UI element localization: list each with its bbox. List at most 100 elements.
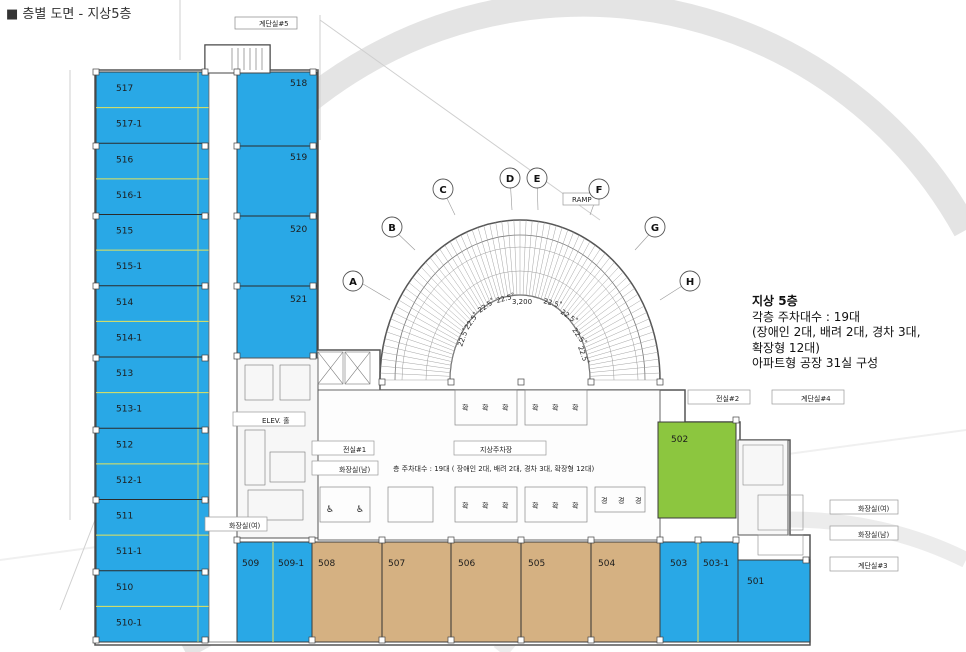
- structural-column: [378, 636, 386, 644]
- structural-column: [309, 142, 317, 150]
- corridor: [208, 71, 238, 643]
- structural-column: [233, 142, 241, 150]
- structural-column: [656, 378, 664, 386]
- parking-spot-label-9: 확: [532, 501, 539, 510]
- ramp-ray: [390, 318, 456, 348]
- disabled-spot-icon-1: ♿: [356, 505, 364, 515]
- ramp-ray: [528, 221, 539, 296]
- grid-marker-a: A: [342, 270, 364, 292]
- grid-marker-label: H: [686, 277, 694, 288]
- structural-column: [92, 212, 100, 220]
- structural-column: [517, 536, 525, 544]
- structural-column: [233, 536, 241, 544]
- structural-column: [201, 426, 209, 434]
- tag-elec2: 전실#2: [716, 394, 739, 403]
- ramp-ray: [401, 293, 462, 335]
- ramp-ray: [581, 305, 645, 341]
- parking-spots: [319, 389, 646, 523]
- ramp-ray: [383, 345, 452, 362]
- grid-marker-e: E: [526, 167, 548, 189]
- structural-column: [201, 142, 209, 150]
- tag-elev: ELEV. 홀: [262, 416, 290, 425]
- grid-marker-circle: [381, 216, 403, 238]
- unit-label-515-1: 515-1: [116, 262, 142, 272]
- grid-marker-f: F: [588, 178, 610, 200]
- structural-column: [656, 536, 664, 544]
- structural-column: [378, 536, 386, 544]
- ramp: [379, 219, 661, 381]
- unit-label-513-1: 513-1: [116, 405, 142, 415]
- structural-column: [447, 536, 455, 544]
- ramp-ray: [444, 244, 483, 309]
- ramp-ray: [477, 227, 500, 299]
- unit-label-514: 514: [116, 298, 133, 308]
- ramp-ray: [489, 223, 506, 298]
- grid-marker-g: G: [644, 216, 666, 238]
- ramp-ring: [401, 246, 639, 381]
- parking-spot-label-0: 확: [462, 403, 469, 412]
- structural-column: [308, 536, 316, 544]
- blue-unit-501: [737, 559, 811, 643]
- grid-marker-label: A: [349, 277, 357, 288]
- compact-spot-label-2: 경: [635, 496, 641, 505]
- tag-parking: 지상주차장: [480, 445, 513, 454]
- ramp-ray: [455, 237, 488, 305]
- structural-column: [92, 354, 100, 362]
- unit-label-520: 520: [290, 225, 307, 235]
- ramp-ray: [382, 351, 452, 366]
- structural-column: [201, 212, 209, 220]
- unit-label-521: 521: [290, 295, 307, 305]
- unit-label-519: 519: [290, 153, 307, 163]
- ramp-ray: [460, 234, 491, 304]
- structural-column: [92, 142, 100, 150]
- green-unit-502: [657, 421, 737, 519]
- structural-column: [517, 636, 525, 644]
- ramp-ray: [388, 325, 455, 352]
- structural-column: [92, 496, 100, 504]
- summary-line-1: 각층 주차대수 : 19대: [752, 309, 861, 324]
- core-left: [236, 357, 319, 539]
- grid-marker-h: H: [679, 270, 701, 292]
- structural-column: [92, 282, 100, 290]
- grid-marker-circle: [499, 167, 521, 189]
- unit-label-503-1: 503-1: [703, 559, 729, 569]
- stair-5-steps: [231, 48, 263, 70]
- structural-column: [732, 416, 740, 424]
- grid-marker-c: C: [432, 178, 454, 200]
- ramp-ray: [513, 220, 518, 296]
- parking-spot-label-10: 확: [552, 501, 559, 510]
- blue-units-503: [659, 541, 739, 643]
- ramp-ray: [587, 338, 656, 359]
- inner-unit-column: [236, 71, 318, 359]
- unit-label-508: 508: [318, 559, 335, 569]
- ramp-ray: [578, 293, 639, 335]
- unit-label-510: 510: [116, 583, 133, 593]
- structural-column: [233, 352, 241, 360]
- ramp-ray: [522, 220, 527, 296]
- unit-label-513: 513: [116, 369, 133, 379]
- structural-column: [309, 282, 317, 290]
- compact-spot-label-0: 경: [601, 496, 607, 505]
- unit-label-516: 516: [116, 155, 133, 165]
- unit-label-507: 507: [388, 559, 405, 569]
- ramp-ray: [559, 248, 601, 311]
- ramp-ray: [549, 234, 580, 304]
- unit-label-518: 518: [290, 79, 307, 89]
- structural-column: [233, 282, 241, 290]
- unit-label-516-1: 516-1: [116, 191, 142, 201]
- ramp-ray: [583, 312, 647, 345]
- unit-label-509: 509: [242, 559, 259, 569]
- parking-spot-label-2: 확: [502, 403, 509, 412]
- ramp-ray: [434, 252, 478, 313]
- structural-column: [92, 426, 100, 434]
- ramp-ray: [381, 358, 451, 370]
- ramp-ray: [577, 288, 635, 332]
- grid-marker-label: F: [596, 185, 603, 196]
- structural-column: [656, 636, 664, 644]
- ramp-ray: [420, 266, 471, 321]
- elevator-shafts: [317, 351, 371, 385]
- tag-restroom-f-right: 화장실(여): [858, 504, 889, 513]
- ramp-ray: [552, 237, 585, 305]
- parking-spot-label-8: 확: [502, 501, 509, 510]
- parking-spot-label-4: 확: [552, 403, 559, 412]
